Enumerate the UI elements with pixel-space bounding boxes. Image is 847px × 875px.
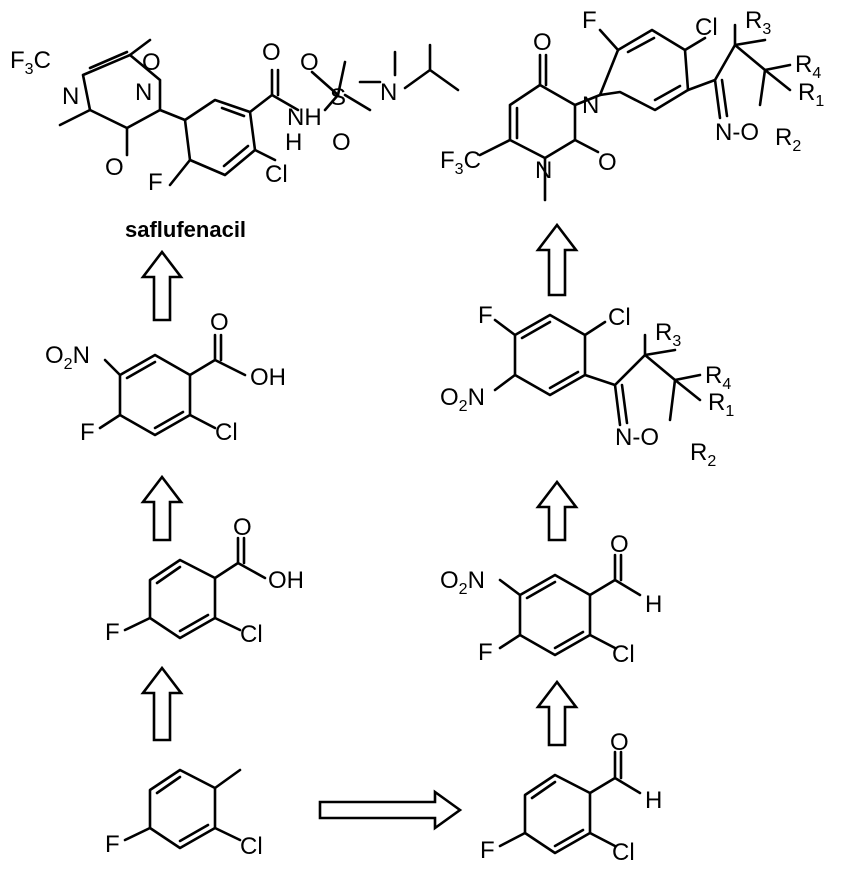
label-n-o: N-O bbox=[715, 119, 759, 146]
label-o: O bbox=[610, 729, 629, 756]
label-f: F bbox=[80, 419, 95, 446]
label-cl: Cl bbox=[695, 14, 718, 41]
label-h: H bbox=[645, 787, 662, 814]
label-o: O bbox=[300, 49, 319, 76]
label-f: F bbox=[478, 639, 493, 666]
label-cl: Cl bbox=[608, 304, 631, 331]
label-r2: R2 bbox=[775, 124, 801, 155]
label-h: H bbox=[285, 129, 302, 156]
label-oh: OH bbox=[250, 364, 286, 391]
label-f: F bbox=[148, 169, 163, 196]
label-r2: R2 bbox=[690, 439, 716, 470]
label-f: F bbox=[478, 302, 493, 329]
saflufenacil-structure: F3C O N N O F Cl O NH H O S O N saflufen… bbox=[10, 38, 460, 242]
label-o: O bbox=[105, 154, 124, 181]
label-cl: Cl bbox=[612, 839, 635, 866]
label-h: H bbox=[645, 591, 662, 618]
label-f: F bbox=[582, 7, 597, 34]
reaction-arrow bbox=[140, 474, 184, 542]
label-f-cf3: F3C bbox=[10, 47, 51, 78]
reaction-arrow bbox=[140, 665, 184, 742]
label-n: N bbox=[582, 92, 599, 119]
reaction-arrow bbox=[535, 679, 579, 747]
nitro-benzoic-acid-structure: O OH O2N F Cl bbox=[45, 309, 286, 446]
label-r4: R4 bbox=[705, 362, 731, 393]
label-r1: R1 bbox=[708, 389, 734, 420]
reaction-arrow bbox=[318, 789, 463, 831]
label-o: O bbox=[142, 49, 161, 76]
label-o: O bbox=[262, 39, 281, 66]
label-nh: NH bbox=[287, 104, 322, 131]
label-n: N bbox=[135, 79, 152, 106]
label-cl: Cl bbox=[240, 833, 263, 860]
label-f: F bbox=[105, 831, 120, 858]
label-o: O bbox=[598, 149, 617, 176]
label-oh: OH bbox=[268, 567, 304, 594]
label-cl: Cl bbox=[240, 621, 263, 648]
reaction-arrow bbox=[535, 479, 579, 542]
label-o: O bbox=[210, 309, 229, 336]
label-r4: R4 bbox=[795, 51, 821, 82]
reaction-arrow bbox=[535, 222, 579, 297]
nitro-benzaldehyde-structure: O H O2N F Cl bbox=[440, 531, 662, 668]
label-n: N bbox=[535, 157, 552, 184]
label-o: O bbox=[533, 29, 552, 56]
label-f: F bbox=[105, 619, 120, 646]
fluoro-chlorobenzoic-acid-structure: O OH F Cl bbox=[105, 514, 304, 648]
label-r3: R3 bbox=[655, 319, 681, 350]
target-compound-structure: F Cl O N N O F3C N-O R3 R4 R1 R2 bbox=[440, 7, 824, 202]
label-no2: O2N bbox=[440, 384, 485, 415]
label-n: N bbox=[62, 83, 79, 110]
nitro-isoxazoline-structure: F Cl O2N N-O R3 R4 R1 R2 bbox=[440, 302, 734, 470]
label-cl: Cl bbox=[265, 161, 288, 188]
label-o: O bbox=[610, 531, 629, 558]
label-saflufenacil: saflufenacil bbox=[125, 217, 246, 242]
label-n: N bbox=[380, 79, 397, 106]
label-n-o: N-O bbox=[615, 424, 659, 451]
label-o: O bbox=[332, 129, 351, 156]
label-cl: Cl bbox=[215, 419, 238, 446]
label-no2: O2N bbox=[45, 342, 90, 373]
label-f-cf3: F3C bbox=[440, 147, 481, 178]
label-no2: O2N bbox=[440, 567, 485, 598]
fluoro-chlorobenzaldehyde-structure: O H F Cl bbox=[480, 729, 662, 866]
label-r3: R3 bbox=[745, 7, 771, 38]
label-f: F bbox=[480, 837, 495, 864]
label-cl: Cl bbox=[612, 641, 635, 668]
label-r1: R1 bbox=[798, 79, 824, 110]
label-s: S bbox=[330, 84, 346, 111]
fluoro-chlorotoluene-structure: F Cl bbox=[105, 768, 263, 860]
label-o: O bbox=[233, 514, 252, 541]
reaction-arrow bbox=[140, 249, 184, 322]
